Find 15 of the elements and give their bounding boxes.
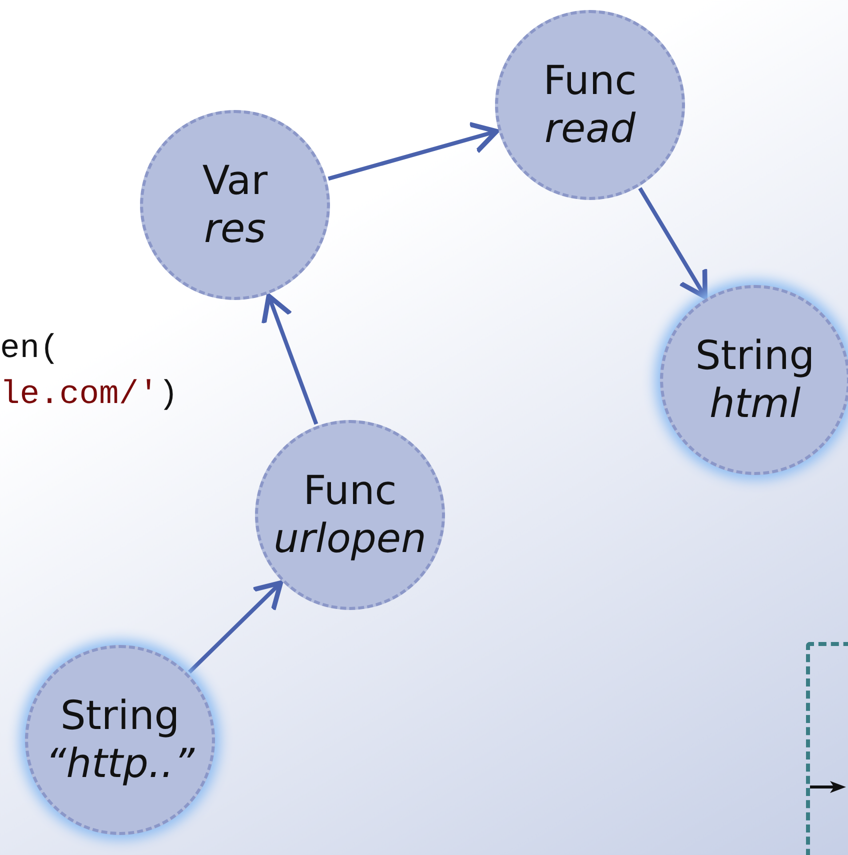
type-label: String (60, 692, 180, 740)
type-label: Func (543, 57, 637, 105)
arrow (188, 580, 284, 674)
code-line: le.com/') (0, 375, 178, 415)
arrow (262, 294, 318, 425)
name-label: “http..” (46, 740, 194, 788)
name-label: read (544, 105, 636, 153)
name-label: res (204, 205, 266, 253)
type-label: Func (303, 467, 397, 515)
type-label: Var (202, 157, 268, 205)
name-label: html (709, 380, 801, 428)
arrow (638, 187, 708, 300)
name-label: urlopen (274, 515, 426, 563)
type-label: String (695, 332, 815, 380)
code-line: en( (0, 329, 60, 369)
